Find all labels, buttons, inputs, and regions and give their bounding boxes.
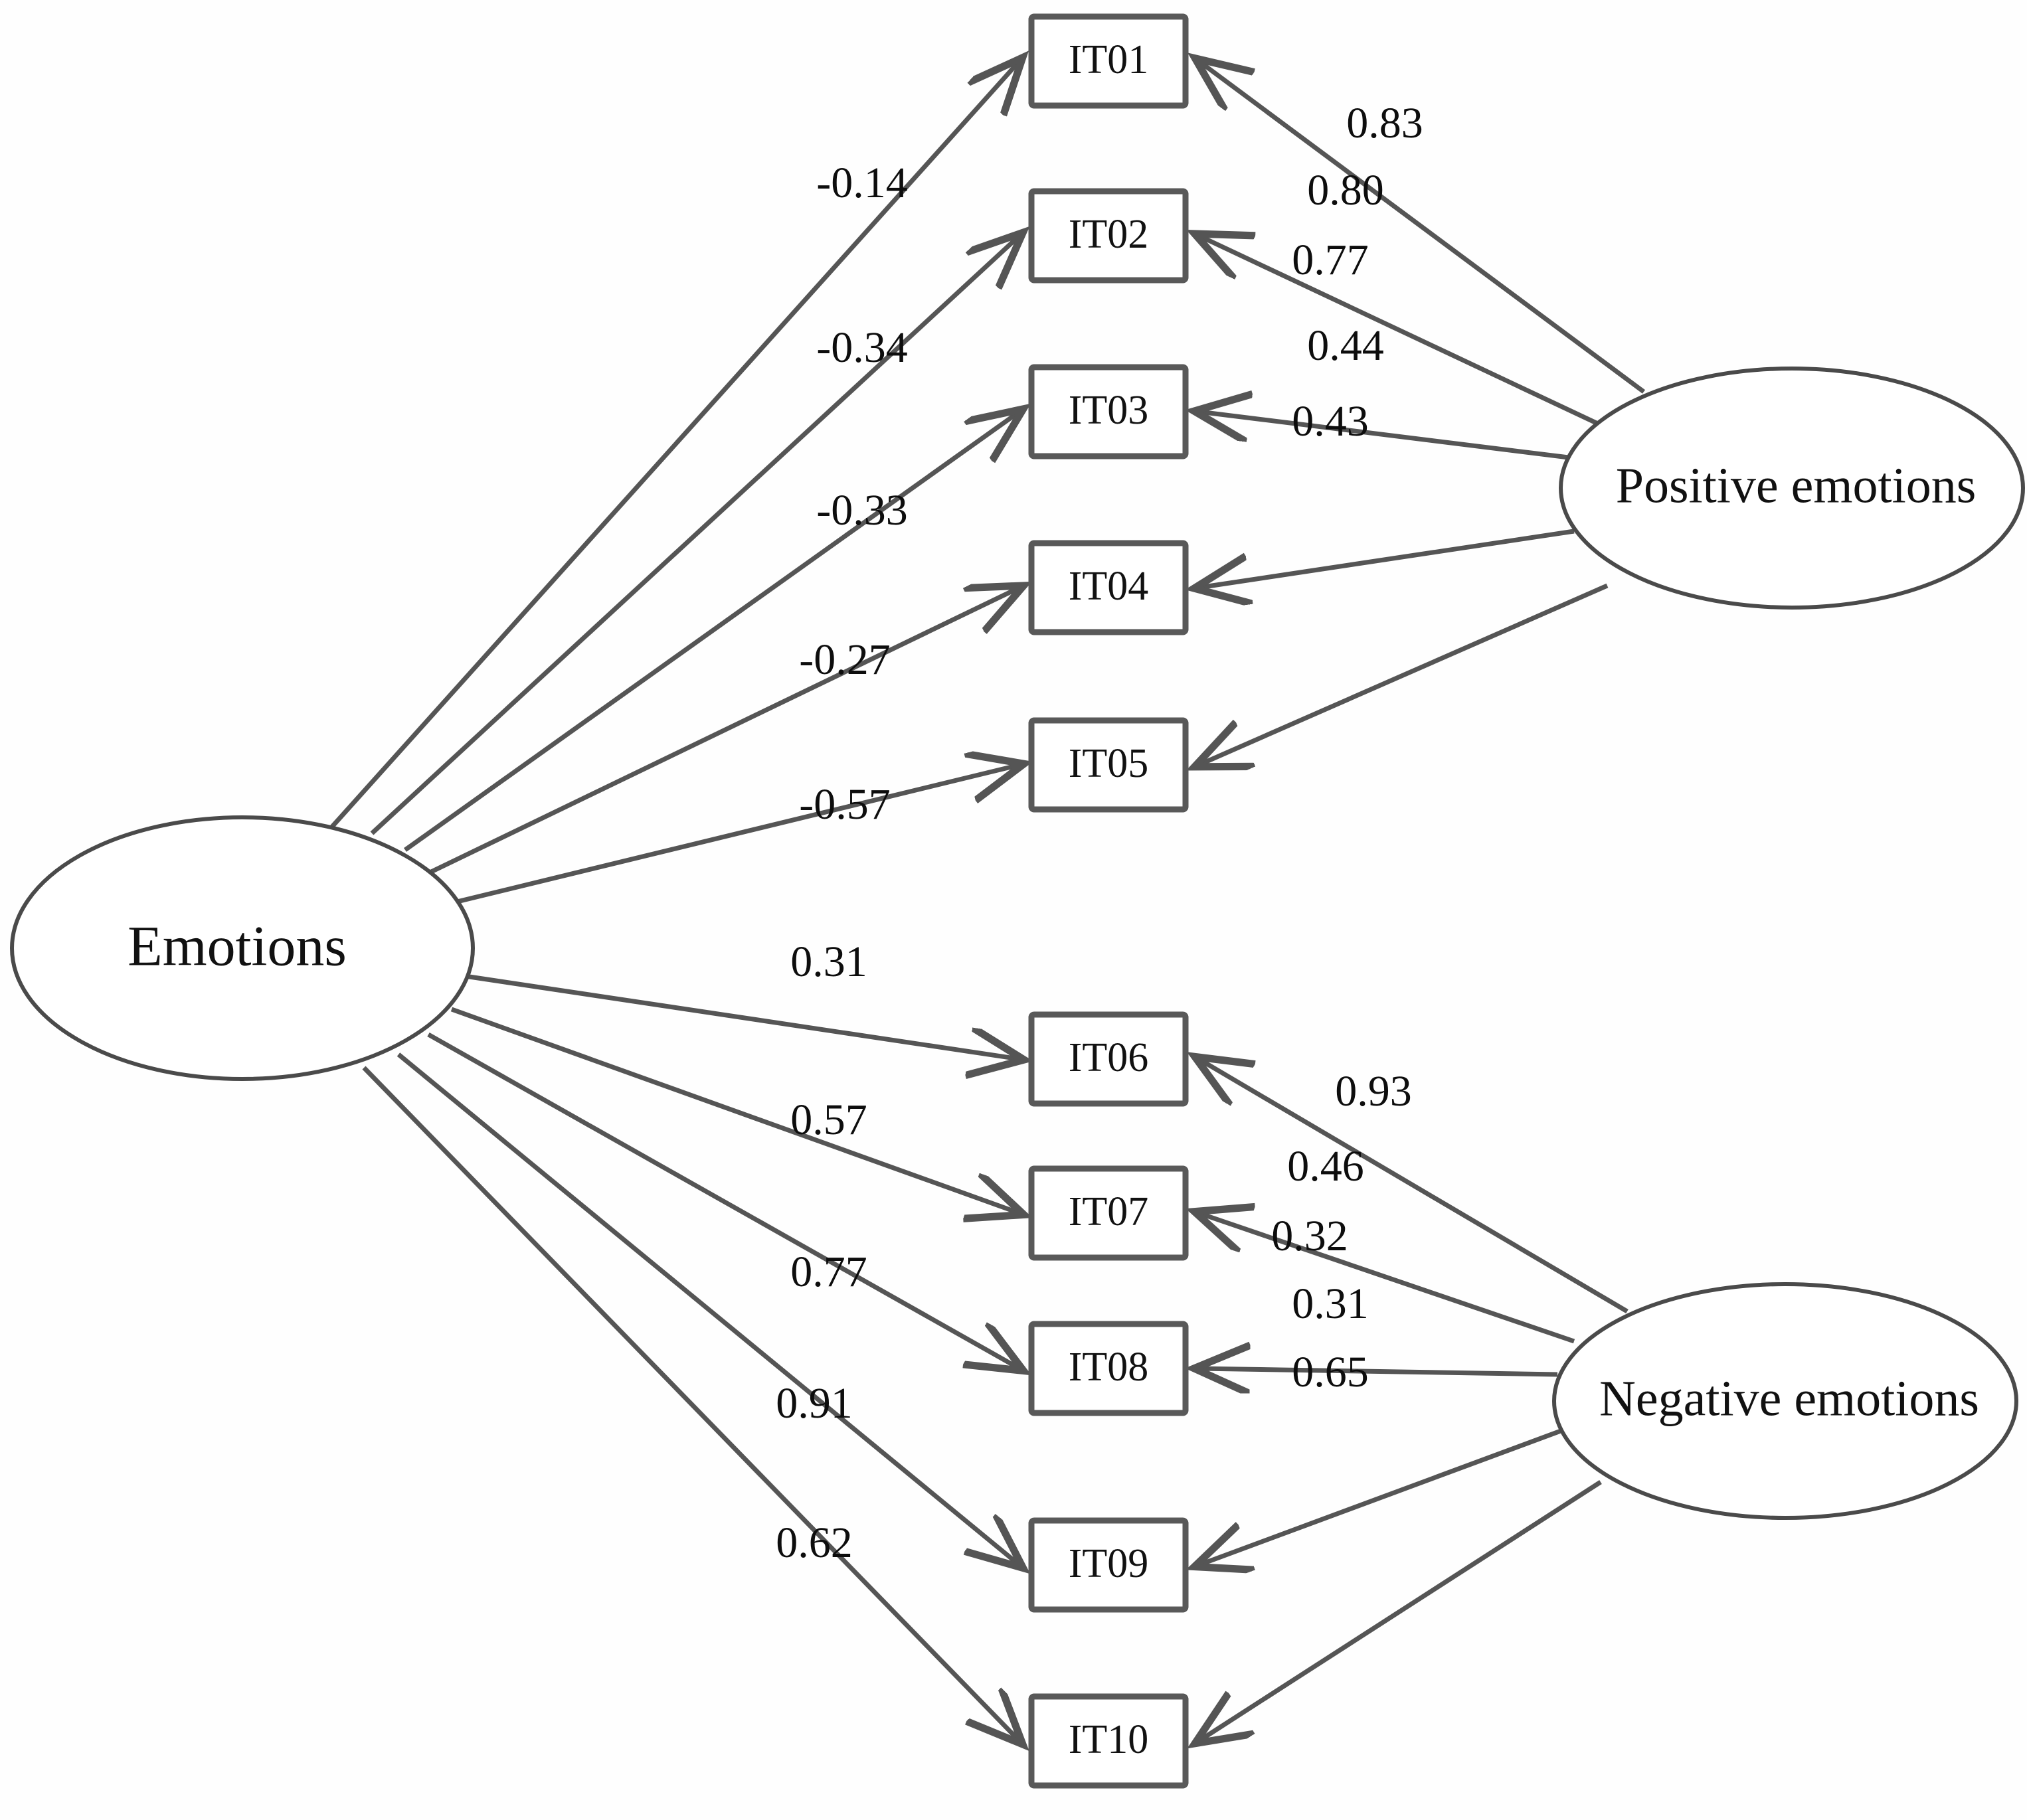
path-negative-to-it10 [1199, 1480, 1602, 1741]
coefficient-emotions-it05: -0.57 [799, 780, 890, 829]
coefficient-negative-it08: 0.32 [1271, 1212, 1348, 1260]
coefficient-labels: -0.14 -0.34 -0.33 -0.27 -0.57 0.31 0.57 0.77 0.9… [776, 99, 1423, 1567]
path-negative-to-it07 [1199, 1213, 1575, 1344]
coefficient-negative-it07: 0.46 [1287, 1142, 1364, 1191]
indicator-box[interactable] [1028, 1011, 1189, 1107]
indicator-it02[interactable]: IT02 [1028, 188, 1189, 284]
coefficient-emotions-it07: 0.57 [790, 1096, 867, 1144]
path-positive-to-it01 [1199, 61, 1646, 394]
indicator-box[interactable] [1028, 1693, 1189, 1789]
path-emotions-to-it04 [427, 588, 1019, 876]
indicator-it07[interactable]: IT07 [1028, 1165, 1189, 1261]
coefficient-emotions-it01: -0.14 [816, 159, 907, 207]
path-positive-to-it03 [1199, 412, 1575, 461]
path-positive-to-it04 [1199, 529, 1575, 588]
coefficient-emotions-it02: -0.34 [816, 323, 907, 372]
latent-node-emotions[interactable]: Emotions [10, 815, 475, 1081]
coefficient-emotions-it08: 0.77 [790, 1248, 867, 1296]
coefficient-emotions-it03: -0.33 [816, 486, 907, 535]
path-emotions-to-it05 [451, 765, 1019, 906]
coefficient-emotions-it09: 0.91 [776, 1379, 853, 1428]
factor-positive[interactable]: Positive emotions [1559, 367, 2025, 610]
indicator-label: IT09 [1069, 1541, 1149, 1586]
indicator-box[interactable] [1028, 1517, 1189, 1613]
coefficient-positive-it03: 0.77 [1292, 236, 1369, 284]
indicator-label: IT06 [1069, 1035, 1149, 1080]
indicator-it01[interactable]: IT01 [1028, 13, 1189, 109]
path-emotions-to-it01 [330, 61, 1019, 829]
factor-label: Negative emotions [1599, 1370, 1979, 1426]
path-positive-to-it02 [1199, 236, 1602, 428]
path-positive-to-it05 [1199, 583, 1609, 765]
coefficient-positive-it04: 0.44 [1307, 321, 1384, 370]
factor-ellipse[interactable] [1559, 367, 2025, 610]
path-emotions-to-it08 [427, 1032, 1019, 1368]
indicator-label: IT02 [1069, 212, 1149, 257]
indicator-box[interactable] [1028, 364, 1189, 459]
coefficient-emotions-it04: -0.27 [799, 635, 890, 684]
path-negative-to-it09 [1199, 1428, 1562, 1565]
coefficient-positive-it02: 0.80 [1307, 166, 1384, 214]
factor-negative[interactable]: Negative emotions [1552, 1282, 2018, 1520]
coefficient-negative-it10: 0.65 [1292, 1348, 1369, 1396]
indicator-it03[interactable]: IT03 [1028, 364, 1189, 459]
indicator-it10[interactable]: IT10 [1028, 1693, 1189, 1789]
coefficient-negative-it06: 0.93 [1335, 1067, 1412, 1116]
coefficient-positive-it05: 0.43 [1292, 397, 1369, 446]
path-negative-to-it06 [1199, 1059, 1629, 1314]
indicator-label: IT07 [1069, 1189, 1149, 1234]
latent-path-edges [330, 61, 1019, 1741]
indicator-box[interactable] [1028, 1321, 1189, 1416]
factor-label: Positive emotions [1616, 457, 1977, 513]
latent-ellipse[interactable] [10, 815, 475, 1081]
indicator-label: IT04 [1069, 564, 1149, 609]
indicator-box[interactable] [1028, 1165, 1189, 1261]
coefficient-emotions-it06: 0.31 [790, 938, 867, 986]
indicator-it04[interactable]: IT04 [1028, 540, 1189, 635]
indicator-it09[interactable]: IT09 [1028, 1517, 1189, 1613]
indicator-it05[interactable]: IT05 [1028, 717, 1189, 813]
indicator-label: IT01 [1069, 37, 1149, 82]
path-emotions-to-it03 [403, 412, 1019, 852]
indicator-box[interactable] [1028, 717, 1189, 813]
factor-ellipse[interactable] [1552, 1282, 2018, 1520]
indicator-label: IT10 [1069, 1717, 1149, 1762]
path-emotions-to-it10 [362, 1066, 1019, 1741]
path-emotions-to-it02 [370, 236, 1019, 835]
coefficient-emotions-it10: 0.62 [776, 1519, 853, 1567]
coefficient-negative-it09: 0.31 [1292, 1280, 1369, 1328]
indicator-box[interactable] [1028, 188, 1189, 284]
path-emotions-to-it07 [450, 1007, 1019, 1213]
indicator-it08[interactable]: IT08 [1028, 1321, 1189, 1416]
factor-path-edges [1199, 61, 1646, 1741]
indicator-box[interactable] [1028, 540, 1189, 635]
path-negative-to-it08 [1199, 1368, 1558, 1374]
indicator-it06[interactable]: IT06 [1028, 1011, 1189, 1107]
latent-label: Emotions [128, 914, 347, 978]
indicator-label: IT08 [1069, 1345, 1149, 1390]
path-emotions-to-it09 [397, 1052, 1019, 1565]
indicator-box[interactable] [1028, 13, 1189, 109]
path-emotions-to-it06 [464, 973, 1019, 1059]
coefficient-positive-it01: 0.83 [1346, 99, 1423, 147]
indicator-label: IT03 [1069, 388, 1149, 433]
indicator-label: IT05 [1069, 741, 1149, 786]
